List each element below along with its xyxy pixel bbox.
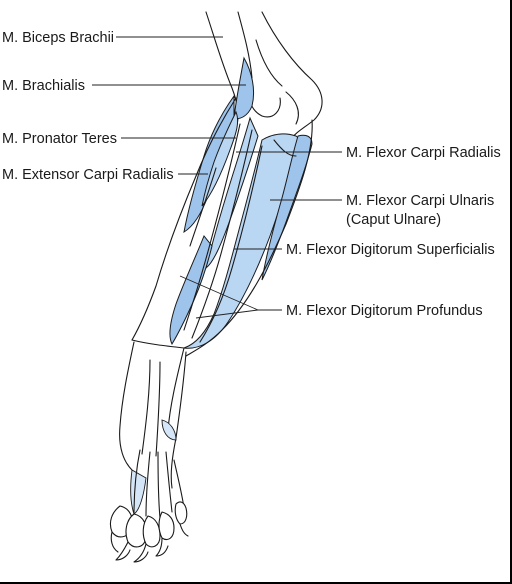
forearm-muscles: [169, 56, 313, 349]
forearm-outline: [131, 97, 313, 431]
label-flexor-carpi-radialis: M. Flexor Carpi Radialis: [346, 145, 501, 161]
labels: M. Biceps Brachii M. Brachialis M. Prona…: [2, 30, 501, 319]
leader-lines: [92, 36, 342, 319]
leader-flexor-digitorum-profundus-2: [195, 309, 259, 319]
wrist-and-paw: [119, 341, 187, 519]
label-flexor-carpi-ulnaris-caput: (Caput Ulnare): [346, 212, 441, 228]
muscle-flexor-digitorum-profundus: [169, 235, 213, 346]
label-extensor-carpi-radialis: M. Extensor Carpi Radialis: [2, 167, 174, 183]
label-flexor-digitorum-profundus: M. Flexor Digitorum Profundus: [286, 303, 483, 319]
label-pronator-teres: M. Pronator Teres: [2, 131, 117, 147]
carpal-tendon-highlight: [161, 419, 177, 441]
label-biceps-brachii: M. Biceps Brachii: [2, 30, 114, 46]
label-brachialis: M. Brachialis: [2, 78, 85, 94]
muscle-brachialis: [233, 56, 255, 119]
label-flexor-carpi-ulnaris: M. Flexor Carpi Ulnaris: [346, 193, 494, 209]
digits: [109, 501, 189, 563]
muscle-flexor-carpi-ulnaris: [261, 134, 313, 281]
label-flexor-digitorum-superficialis: M. Flexor Digitorum Superficialis: [286, 242, 495, 258]
